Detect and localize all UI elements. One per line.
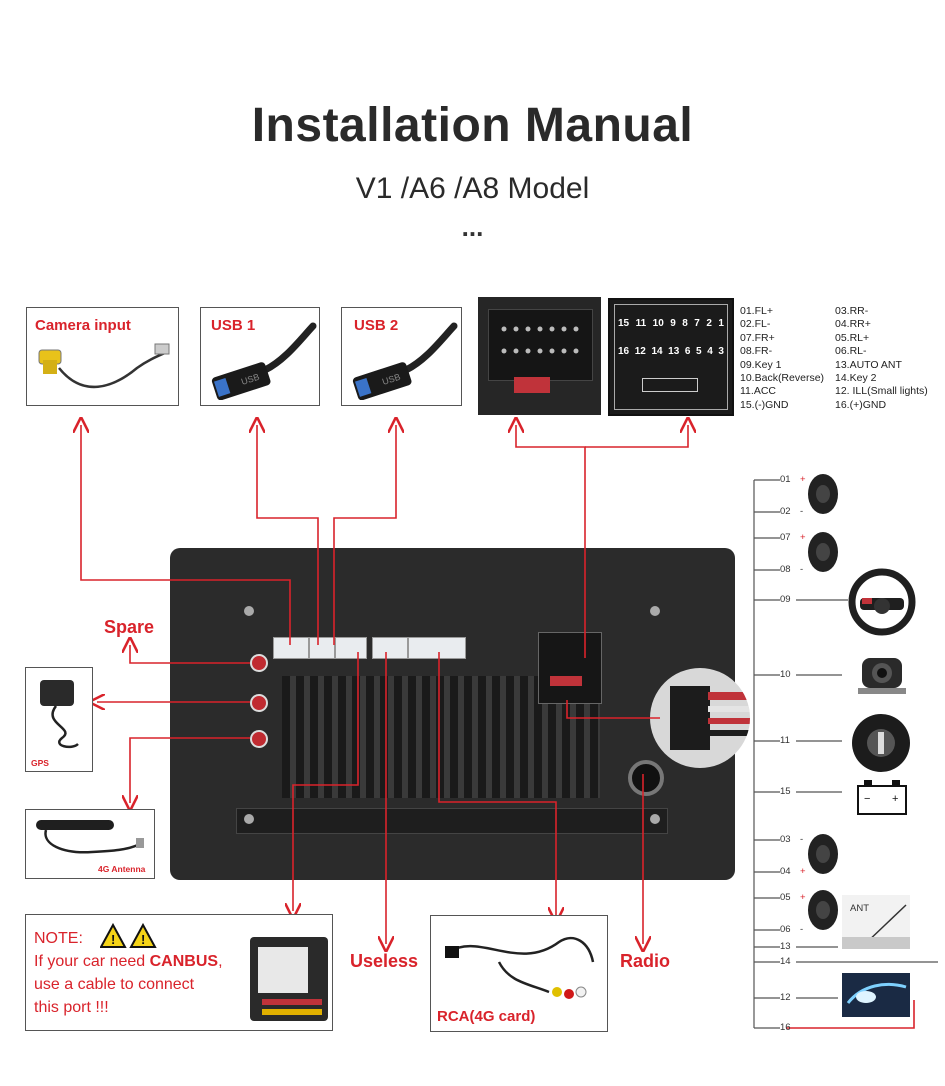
connector-latch bbox=[514, 377, 550, 393]
svg-text:−: − bbox=[864, 793, 870, 805]
wire-09: 09 bbox=[780, 594, 791, 605]
usb2-label: USB 2 bbox=[354, 317, 399, 334]
port-useless-1 bbox=[372, 637, 408, 659]
usb1-box: USB 1 USB bbox=[200, 307, 320, 406]
page-subtitle: V1 /A6 /A8 Model bbox=[355, 172, 590, 205]
wire-01: 01 bbox=[780, 474, 791, 485]
harness-zoom-bubble bbox=[650, 668, 750, 768]
usb1-label: USB 1 bbox=[211, 317, 256, 334]
note-title: NOTE: bbox=[34, 930, 83, 947]
canbus-module-image bbox=[250, 937, 328, 1021]
gps-box: GPS bbox=[25, 667, 93, 772]
sign-02: - bbox=[800, 506, 804, 517]
speaker-icon bbox=[808, 890, 838, 930]
usb-cable-icon: USB bbox=[352, 322, 458, 400]
useless-label: Useless bbox=[350, 951, 419, 971]
warning-icon: ! ! bbox=[100, 923, 157, 948]
wire-04: 04 bbox=[780, 866, 791, 877]
camera-input-box: Camera input bbox=[26, 307, 179, 406]
wire-08: 08 bbox=[780, 564, 791, 575]
port-camera bbox=[273, 637, 309, 659]
radio-label: Radio bbox=[620, 951, 671, 971]
headlight-photo bbox=[842, 973, 910, 1017]
wire-10: 10 bbox=[780, 669, 791, 680]
rca-box: RCA(4G card) bbox=[430, 915, 608, 1032]
camera-input-label: Camera input bbox=[35, 317, 131, 334]
sign-05: + bbox=[800, 892, 806, 903]
antenna-label: 4G Antenna bbox=[98, 864, 146, 874]
rca-label: RCA(4G card) bbox=[437, 1008, 536, 1025]
wire-07: 07 bbox=[780, 532, 791, 543]
port-usb1 bbox=[309, 637, 335, 659]
battery-icon: −+ bbox=[857, 780, 907, 815]
gps-label: GPS bbox=[31, 758, 49, 768]
spare-jack bbox=[250, 654, 268, 672]
usb-cable-icon: USB bbox=[211, 322, 317, 400]
headlight-icon bbox=[846, 982, 907, 1004]
4g-antenna-icon bbox=[36, 820, 144, 854]
canbus-note-box: NOTE: ! ! If your car need CANBUS, use a… bbox=[25, 914, 333, 1031]
wire-16: 16 bbox=[780, 1022, 791, 1033]
svg-text:!: ! bbox=[111, 932, 115, 947]
ant-label: ANT bbox=[850, 903, 869, 914]
antenna-photo: ANT bbox=[842, 895, 910, 949]
ignition-icon bbox=[852, 714, 910, 772]
usb2-box: USB 2 USB bbox=[341, 307, 462, 406]
sign-03: - bbox=[800, 834, 804, 845]
port-main-harness bbox=[538, 632, 602, 704]
car-antenna-icon bbox=[842, 904, 910, 949]
svg-text:!: ! bbox=[141, 932, 145, 947]
note-body: If your car need CANBUS, use a cable to … bbox=[34, 953, 223, 1016]
wire-03: 03 bbox=[780, 834, 791, 845]
sign-08: - bbox=[800, 564, 804, 575]
rca-cable-icon bbox=[445, 936, 595, 999]
page-title: Installation Manual bbox=[251, 99, 694, 152]
wire-11: 11 bbox=[780, 735, 790, 746]
sign-07: + bbox=[800, 532, 806, 543]
sign-06: - bbox=[800, 924, 804, 935]
screw bbox=[650, 606, 660, 616]
sign-01: + bbox=[800, 474, 806, 485]
spare-label: Spare bbox=[104, 617, 155, 637]
wire-14: 14 bbox=[780, 956, 791, 967]
radio-jack bbox=[628, 760, 664, 796]
wire-05: 05 bbox=[780, 892, 791, 903]
wire-12: 12 bbox=[780, 992, 791, 1003]
wire-06: 06 bbox=[780, 924, 791, 935]
screw bbox=[244, 606, 254, 616]
antenna-jack bbox=[250, 730, 268, 748]
reverse-camera-icon bbox=[858, 658, 906, 694]
port-usb2 bbox=[335, 637, 367, 659]
sign-04: + bbox=[800, 866, 806, 877]
wire-15: 15 bbox=[780, 786, 791, 797]
port-harness-latch bbox=[550, 676, 582, 686]
gps-antenna-icon bbox=[40, 680, 79, 749]
steering-wheel-icon bbox=[848, 568, 916, 636]
connector-pins-icon bbox=[501, 326, 579, 354]
harness-connector-photo bbox=[478, 297, 601, 415]
svg-text:+: + bbox=[892, 793, 898, 805]
speaker-icon bbox=[808, 474, 838, 514]
antenna-box: 4G Antenna bbox=[25, 809, 155, 879]
title-dots: ... bbox=[461, 212, 484, 242]
screw bbox=[244, 814, 254, 824]
wire-13: 13 bbox=[780, 941, 791, 952]
speaker-icon bbox=[808, 532, 838, 572]
speaker-icon bbox=[808, 834, 838, 874]
camera-cable-icon bbox=[38, 343, 170, 389]
bottom-rail bbox=[236, 808, 668, 834]
screw bbox=[650, 814, 660, 824]
gps-jack bbox=[250, 694, 268, 712]
wire-02: 02 bbox=[780, 506, 791, 517]
port-useless-2 bbox=[408, 637, 466, 659]
